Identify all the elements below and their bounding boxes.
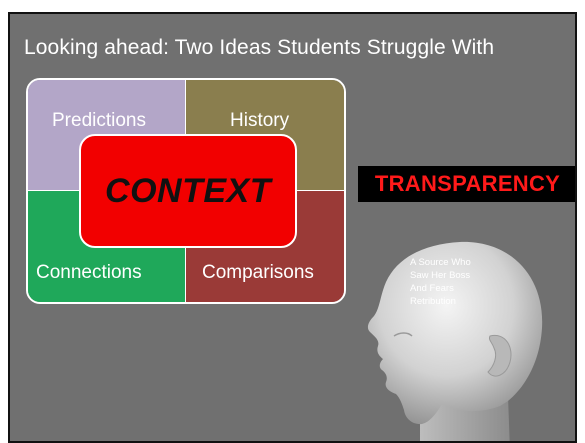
quadrant-label-comparisons: Comparisons xyxy=(202,262,314,283)
slide-title: Looking ahead: Two Ideas Students Strugg… xyxy=(24,36,495,59)
head-caption-line: Retribution xyxy=(410,296,456,307)
transparency-box: TRANSPARENCY xyxy=(358,166,575,202)
context-box: CONTEXT xyxy=(79,134,297,248)
slide: Looking ahead: Two Ideas Students Strugg… xyxy=(8,12,577,443)
head-caption-line: And Fears xyxy=(410,283,454,294)
head-caption-line: A Source Who xyxy=(410,257,471,268)
quadrant-label-predictions: Predictions xyxy=(52,110,146,131)
quadrant-label-history: History xyxy=(230,110,290,131)
context-label: CONTEXT xyxy=(105,171,271,210)
human-head-profile-icon xyxy=(367,241,543,441)
head-caption-line: Saw Her Boss xyxy=(410,270,471,281)
head-caption: A Source Who Saw Her Boss And Fears Retr… xyxy=(410,256,520,308)
quadrant-label-connections: Connections xyxy=(36,262,142,283)
transparency-label: TRANSPARENCY xyxy=(374,171,561,196)
